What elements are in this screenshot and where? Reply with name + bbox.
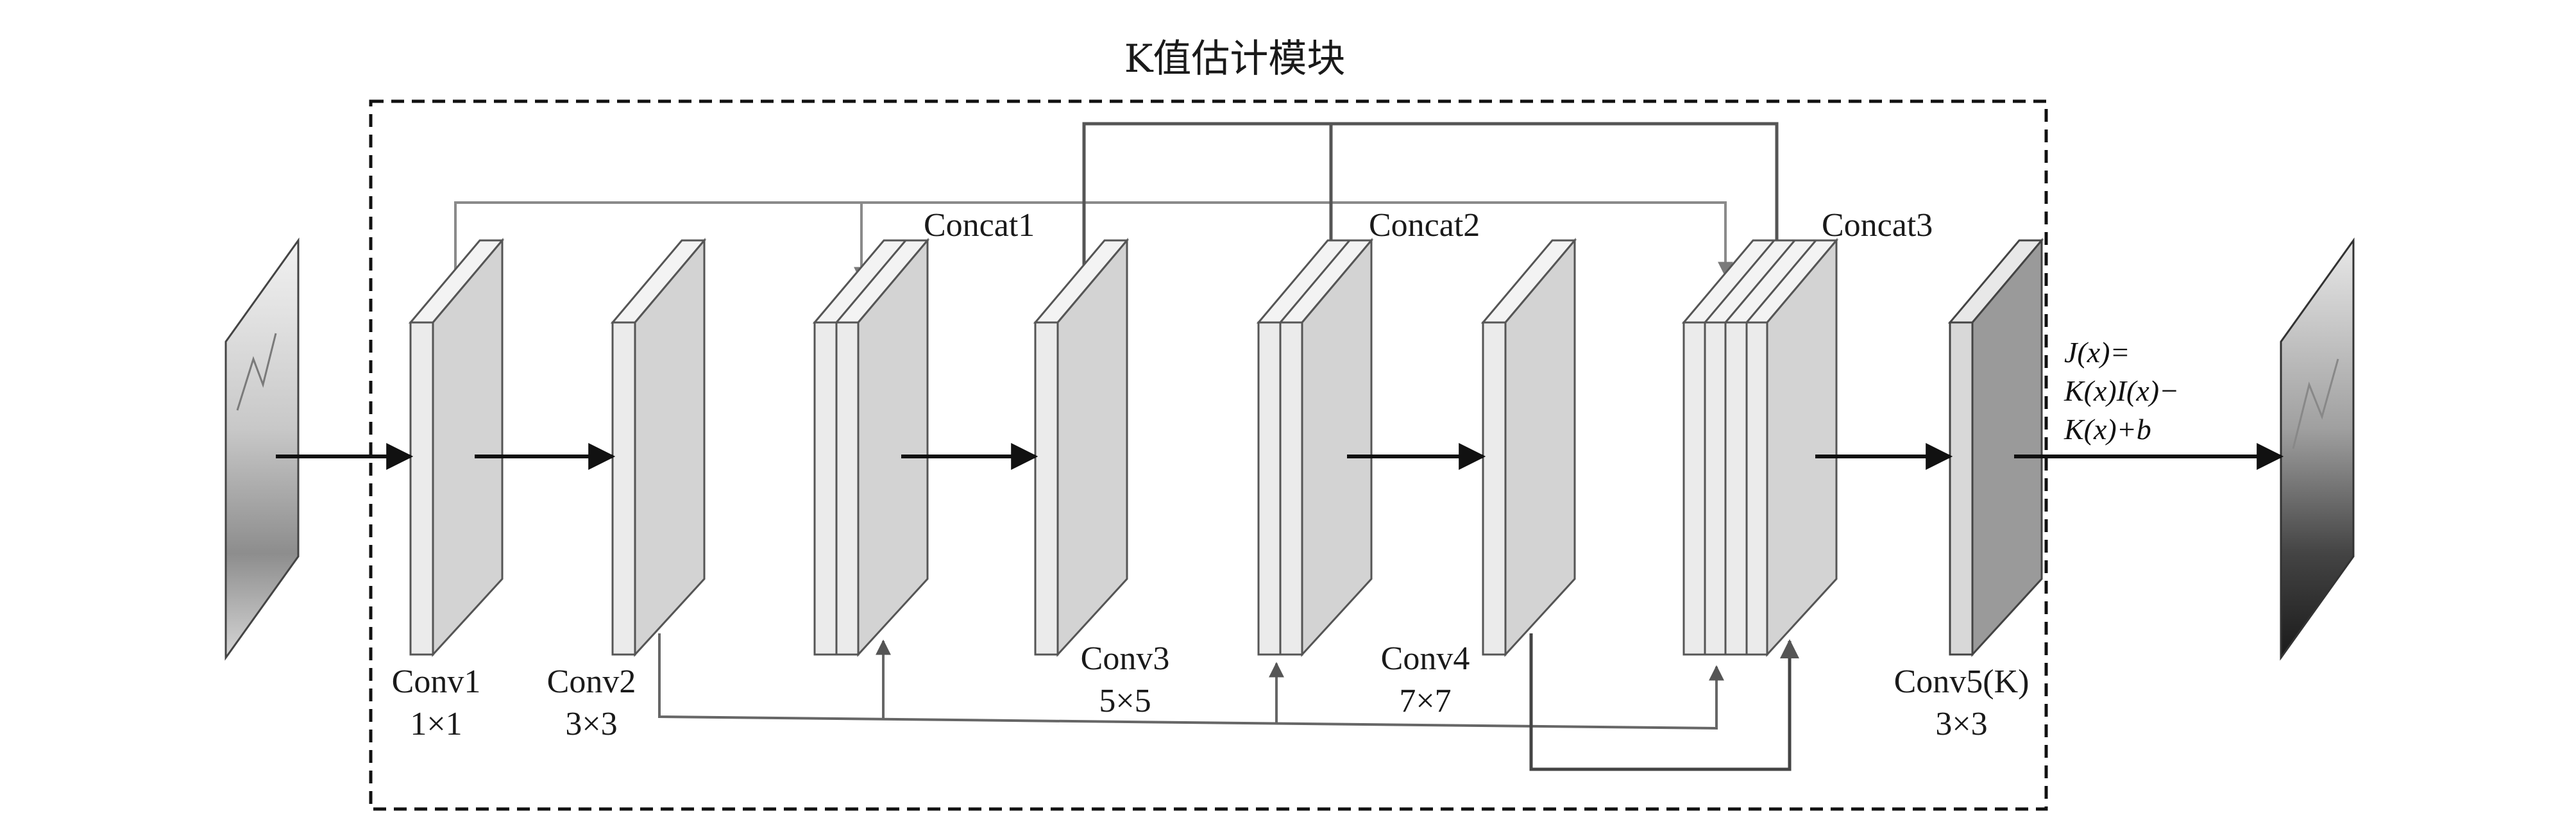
conv5-k-block	[1947, 237, 2044, 657]
conv2-label: Conv2	[547, 664, 636, 700]
bottom-skip-connections	[658, 633, 1799, 771]
concat3-label: Concat3	[1822, 207, 1933, 244]
conv5-label: Conv5(K)	[1894, 664, 2029, 700]
conv1-label: Conv1	[392, 664, 481, 700]
concat1-block	[812, 237, 930, 657]
formula-line-2: K(x)I(x)−	[2063, 374, 2179, 407]
input-image	[225, 237, 300, 661]
concat2-block	[1256, 237, 1374, 657]
output-image	[2280, 237, 2355, 661]
concat1-label: Concat1	[924, 207, 1035, 244]
conv4-size: 7×7	[1399, 683, 1451, 719]
formula-line-1: J(x)=	[2064, 336, 2130, 369]
conv5-size: 3×3	[1935, 706, 1987, 742]
conv3-block	[1033, 237, 1130, 657]
conv3-size: 5×5	[1099, 683, 1151, 719]
concat2-label: Concat2	[1369, 207, 1480, 244]
module-title: K值估计模块	[1124, 37, 1346, 81]
formula-line-3: K(x)+b	[2063, 413, 2151, 446]
conv4-label: Conv4	[1381, 640, 1470, 677]
conv1-size: 1×1	[410, 706, 462, 742]
conv2-size: 3×3	[565, 706, 617, 742]
conv2-block	[610, 237, 707, 657]
concat3-block	[1681, 237, 1839, 657]
conv1-block	[408, 237, 505, 657]
conv4-block	[1480, 237, 1577, 657]
conv3-label: Conv3	[1081, 640, 1170, 677]
